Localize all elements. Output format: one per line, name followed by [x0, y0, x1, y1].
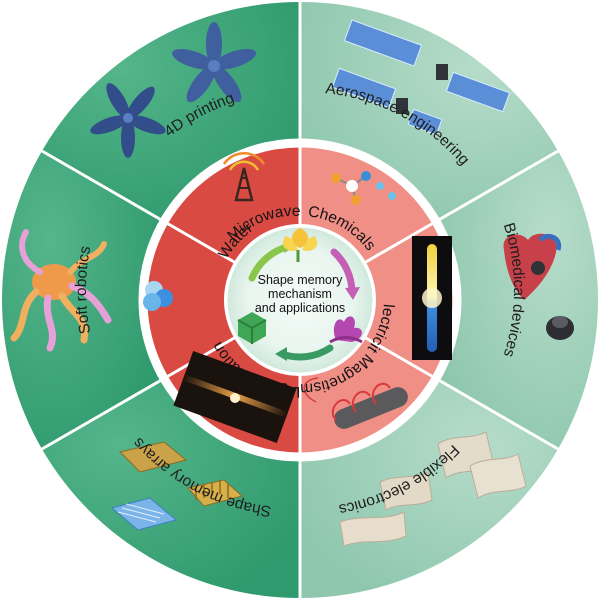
- center-title-line2: mechanism: [268, 287, 332, 301]
- stimulus-sector-water: [147, 223, 235, 377]
- application-sector-aerospace: [300, 2, 559, 220]
- outer-spoke: [437, 378, 559, 451]
- green-cube-icon: [237, 312, 267, 344]
- stimulus-sector-microwave: [167, 147, 300, 262]
- heart-stent-icon: [503, 233, 574, 340]
- laser-beam-icon: [173, 350, 297, 444]
- water-droplet-icon: [143, 281, 173, 311]
- outer-spoke: [41, 149, 163, 222]
- ring-spokes: [41, 2, 559, 598]
- outer-spoke: [41, 378, 163, 451]
- application-sector-biomedical: [439, 151, 598, 449]
- purple-flower-icon: [329, 316, 363, 344]
- cycle-arrowhead-bottom: [275, 347, 287, 361]
- electric-fiber-icon: [412, 236, 452, 360]
- inner-spoke: [363, 221, 435, 265]
- application-sector-soft-robotics: [1, 151, 161, 449]
- magnetic-coil-icon: [303, 377, 408, 429]
- ring-separator: [138, 138, 462, 462]
- cycle-arrowhead-right: [345, 287, 360, 300]
- application-sector-shape-memory-arrays: [41, 380, 300, 598]
- inner-spoke: [363, 335, 435, 379]
- center-title-line1: Shape memory: [258, 273, 344, 287]
- yellow-flower-icon: [282, 228, 318, 262]
- center-title-line3: and applications: [255, 301, 345, 315]
- satellite-icon: [331, 19, 511, 136]
- printed-flower-icon: [90, 22, 256, 158]
- flexible-film-icon: [339, 431, 527, 547]
- inner-spoke: [165, 221, 237, 265]
- micro-array-icon: [110, 441, 244, 531]
- application-label-soft-robotics: Soft robotics: [73, 244, 94, 335]
- outer-spoke: [437, 149, 559, 222]
- molecules-icon: [331, 171, 396, 205]
- stimulus-sector-magnetism: [300, 338, 433, 453]
- octopus-robot-icon: [10, 229, 112, 352]
- signal-tower-icon: [222, 152, 266, 202]
